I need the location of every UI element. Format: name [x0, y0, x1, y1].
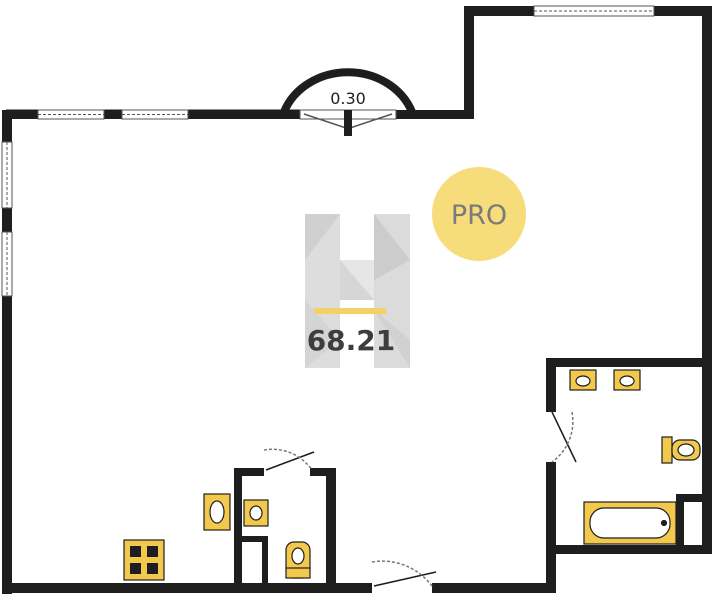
- wall-segment: [546, 462, 556, 552]
- wall-segment: [676, 494, 712, 502]
- windows: [1, 5, 655, 297]
- bathtub-icon: [583, 501, 677, 545]
- total-area-label: 68.21: [307, 324, 396, 357]
- wall-segment: [546, 358, 712, 367]
- door-icon: [373, 571, 437, 587]
- wall-segment: [676, 494, 684, 552]
- wall-segment: [654, 6, 712, 16]
- stove-icon: [123, 539, 165, 581]
- door-icon: [551, 411, 577, 463]
- sink-icon: [203, 493, 231, 531]
- extension-area-label: 0.30: [330, 89, 366, 108]
- logo-icon: [305, 214, 410, 368]
- wall-segment: [432, 583, 556, 593]
- wall-segment: [104, 110, 122, 119]
- wall-segment: [262, 536, 268, 586]
- wall-segment: [2, 296, 12, 594]
- wall-segment: [546, 545, 712, 554]
- extension: 0.30: [280, 68, 416, 136]
- wall-segment: [396, 110, 474, 119]
- wall-segment: [326, 468, 336, 592]
- pro-badge: PRO: [432, 167, 526, 261]
- door-icon: [265, 451, 315, 471]
- wall-segment: [234, 468, 264, 476]
- wall-segment: [702, 6, 712, 554]
- wall-segment: [242, 536, 268, 542]
- sink-icon: [243, 499, 269, 527]
- walls: [2, 6, 712, 594]
- small-bathroom-fixtures: [203, 493, 311, 579]
- wall-segment: [546, 545, 556, 593]
- wall-segment: [310, 468, 336, 476]
- sink-icon: [613, 369, 641, 391]
- pro-badge-label: PRO: [451, 200, 507, 231]
- sink-icon: [569, 369, 597, 391]
- wall-segment: [2, 583, 372, 593]
- wall-segment: [2, 110, 12, 142]
- bathroom-fixtures: [569, 369, 701, 545]
- wall-segment: [2, 208, 12, 232]
- wall-segment: [464, 6, 474, 119]
- wall-segment: [2, 110, 38, 119]
- toilet-icon: [661, 436, 701, 464]
- toilet-icon: [285, 541, 311, 579]
- wall-segment: [234, 468, 242, 592]
- wall-segment: [546, 358, 556, 412]
- wall-segment: [188, 110, 302, 119]
- doors: [263, 411, 577, 587]
- wall-segment: [464, 6, 534, 16]
